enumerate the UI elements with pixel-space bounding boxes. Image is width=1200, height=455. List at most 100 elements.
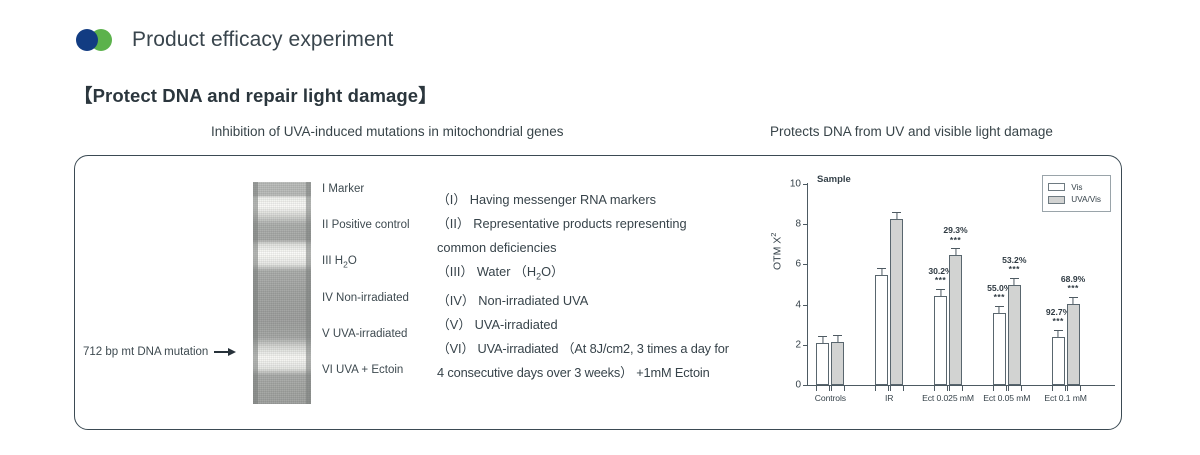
gel-lane-label: III H2O xyxy=(322,255,357,270)
chart-error-bar xyxy=(833,334,843,342)
chart-x-tick xyxy=(831,386,833,391)
chart-y-tick-label: 2 xyxy=(795,339,801,351)
chart-x-tick-label: Ect 0.1 mM xyxy=(1044,393,1087,403)
arrow-right-icon xyxy=(214,347,237,357)
chart-error-bar xyxy=(818,335,828,343)
chart-x-tick xyxy=(949,386,951,391)
chart-bar-vis xyxy=(816,342,830,385)
legend-label-uva: UVA/Vis xyxy=(1071,195,1101,204)
legend-line: （V） UVA-irradiated xyxy=(437,316,558,332)
chart-x-tick-label: Controls xyxy=(814,393,846,403)
chart-data-label: 29.3%*** xyxy=(943,225,968,245)
chart-data-label: 55.0%*** xyxy=(987,282,1012,303)
chart-x-tick-label: Ect 0.05 mM xyxy=(983,393,1031,403)
content-card: 712 bp mt DNA mutation I Marker II Posit… xyxy=(74,155,1122,430)
chart-bar-uva xyxy=(1007,284,1021,385)
chart-x-tick xyxy=(888,386,890,391)
legend-label-vis: Vis xyxy=(1071,182,1083,192)
caption-right-panel: Protects DNA from UV and visible light d… xyxy=(770,124,1053,139)
chart-bar-vis xyxy=(1051,336,1065,385)
chart-x-tick xyxy=(875,386,877,391)
chart-data-label: 53.2%*** xyxy=(1002,254,1027,274)
chart-x-tick xyxy=(903,386,905,391)
gel-left-edge xyxy=(253,182,258,404)
caption-left-panel: Inhibition of UVA-induced mutations in m… xyxy=(211,124,564,139)
gel-lane-label: VI UVA + Ectoin xyxy=(322,364,404,377)
gel-lane-labels: I Marker II Positive control III H2O IV … xyxy=(322,183,462,401)
page-title: Product efficacy experiment xyxy=(132,28,394,51)
chart-y-tick-label: 10 xyxy=(789,178,801,190)
chart-bar-vis xyxy=(992,312,1006,385)
chart-data-label: 92.7%*** xyxy=(1045,306,1071,327)
gel-noise-texture xyxy=(253,182,311,404)
chart-x-tick xyxy=(890,386,892,391)
chart-y-tick-label: 4 xyxy=(795,299,801,311)
chart-y-tick xyxy=(802,304,808,306)
chart-x-tick-label: IR xyxy=(884,393,894,403)
gel-lane-label: II Positive control xyxy=(322,219,410,231)
chart-x-tick xyxy=(1020,386,1022,391)
chart-legend: Vis UVA/Vis xyxy=(1042,175,1111,212)
section-heading: 【Protect DNA and repair light damage】 xyxy=(74,85,437,106)
chart-error-bar xyxy=(1009,277,1019,285)
chart-x-tick xyxy=(1005,386,1007,391)
gel-right-edge xyxy=(306,182,311,404)
gel-lane-label: V UVA-irradiated xyxy=(322,328,408,341)
gel-lane-label: IV Non-irradiated xyxy=(322,292,409,305)
legend-line: common deficiencies xyxy=(437,240,557,255)
legend-line: 4 consecutive days over 3 weeks） +1mM Ec… xyxy=(437,364,710,380)
chart-y-tick-label: 8 xyxy=(795,218,801,230)
legend-line: （IV） Non-irradiated UVA xyxy=(437,292,589,308)
chart-x-tick xyxy=(962,386,964,391)
chart-error-bar xyxy=(1068,296,1078,304)
chart-x-tick xyxy=(829,386,831,391)
legend-line: （II） Representative products representin… xyxy=(437,216,687,231)
chart-legend-item-vis: Vis xyxy=(1048,182,1101,193)
chart-x-axis xyxy=(807,384,1115,386)
chart-y-axis-label: OTM X2 xyxy=(769,232,784,270)
gel-annotation: 712 bp mt DNA mutation xyxy=(83,346,237,358)
chart-legend-item-uva: UVA/Vis xyxy=(1048,194,1101,205)
chart-error-bar xyxy=(892,212,902,219)
chart-bar-uva xyxy=(949,255,962,385)
legend-line: （I） Having messenger RNA markers xyxy=(437,192,657,207)
chart-y-tick xyxy=(802,385,808,387)
chart-bar-uva xyxy=(1066,303,1080,385)
chart-y-tick-label: 6 xyxy=(795,258,801,270)
chart-error-bar xyxy=(951,248,960,255)
chart-error-bar xyxy=(1053,329,1063,337)
chart-data-label: 68.9%*** xyxy=(1060,273,1086,294)
chart-x-tick xyxy=(844,386,846,391)
chart-y-axis xyxy=(807,183,809,386)
chart-bar-uva xyxy=(831,341,845,385)
chart-y-tick xyxy=(802,184,808,186)
legend-swatch-uva-icon xyxy=(1048,195,1066,204)
chart-error-bar xyxy=(994,305,1004,313)
gel-annotation-label: 712 bp mt DNA mutation xyxy=(83,346,209,358)
chart-x-tick-label: Ect 0.025 mM xyxy=(922,393,974,403)
legend-line: （VI） UVA-irradiated （At 8J/cm2, 3 times … xyxy=(437,340,729,356)
chart-data-label: 30.2%*** xyxy=(928,265,953,286)
chart-y-tick-label: 0 xyxy=(795,379,801,391)
chart-y-tick xyxy=(802,224,808,226)
gel-lane-label: I Marker xyxy=(322,183,365,195)
chart-x-tick xyxy=(992,386,994,391)
page-header: Product efficacy experiment xyxy=(76,28,393,52)
chart-x-tick xyxy=(1064,386,1066,391)
legend-swatch-vis-icon xyxy=(1048,183,1066,191)
chart-x-tick xyxy=(1051,386,1053,391)
chart-x-tick xyxy=(1079,386,1081,391)
chart-error-bar xyxy=(936,288,945,296)
chart-x-tick xyxy=(1007,386,1009,391)
experiment-legend-list: （I） Having messenger RNA markers （II） Re… xyxy=(437,188,767,385)
chart-error-bar xyxy=(877,268,887,275)
chart-y-tick xyxy=(802,264,808,266)
chart-x-tick xyxy=(934,386,936,391)
chart-y-tick xyxy=(802,344,808,346)
brand-logo xyxy=(76,29,118,51)
gel-electrophoresis-image xyxy=(253,182,311,404)
chart-x-tick xyxy=(947,386,949,391)
chart-x-tick xyxy=(1066,386,1068,391)
